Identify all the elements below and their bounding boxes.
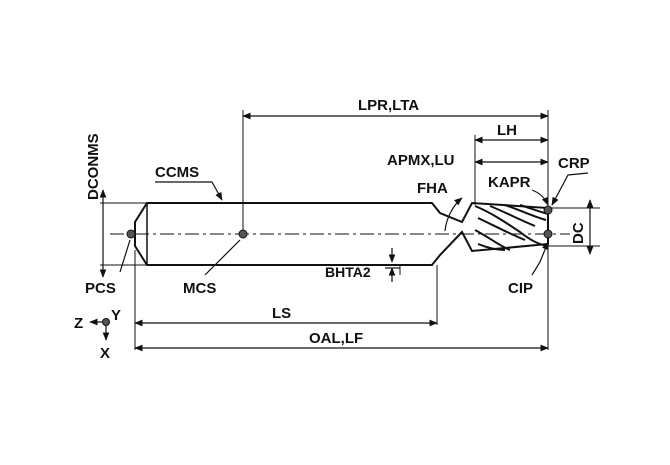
label-ccms: CCMS bbox=[155, 164, 199, 181]
axis-origin-point bbox=[102, 318, 110, 326]
pcs-point bbox=[126, 229, 136, 239]
dimension-lines bbox=[99, 112, 594, 352]
shank-outline bbox=[134, 201, 549, 266]
label-oal-lf: OAL,LF bbox=[309, 330, 363, 347]
dimension-labels: LPR,LTA LH APMX,LU CRP FHA KAPR CCMS DCO… bbox=[85, 97, 590, 347]
reference-points bbox=[126, 205, 553, 239]
label-bhta2: BHTA2 bbox=[325, 264, 371, 280]
label-pcs: PCS bbox=[85, 280, 116, 297]
leader-lines bbox=[119, 172, 589, 276]
extension-lines bbox=[100, 110, 600, 350]
label-lpr-lta: LPR,LTA bbox=[358, 97, 419, 114]
label-fha: FHA bbox=[417, 180, 448, 197]
crp-point bbox=[543, 205, 553, 215]
axis-x-label: X bbox=[100, 345, 110, 362]
angle-arcs bbox=[444, 189, 549, 232]
label-ls: LS bbox=[272, 305, 291, 322]
label-cip: CIP bbox=[508, 280, 533, 297]
label-crp: CRP bbox=[558, 155, 590, 172]
label-dc: DC bbox=[570, 222, 587, 244]
label-dconms: DCONMS bbox=[85, 133, 102, 200]
axis-z-label: Z bbox=[74, 315, 83, 332]
label-apmx-lu: APMX,LU bbox=[387, 152, 455, 169]
axis-symbol: Z Y X bbox=[74, 307, 121, 362]
label-lh: LH bbox=[497, 122, 517, 139]
cip-point bbox=[543, 229, 553, 239]
label-kapr: KAPR bbox=[488, 174, 531, 191]
mcs-point bbox=[238, 229, 248, 239]
label-mcs: MCS bbox=[183, 280, 216, 297]
axis-y-label: Y bbox=[111, 307, 121, 324]
flutes bbox=[474, 204, 549, 251]
